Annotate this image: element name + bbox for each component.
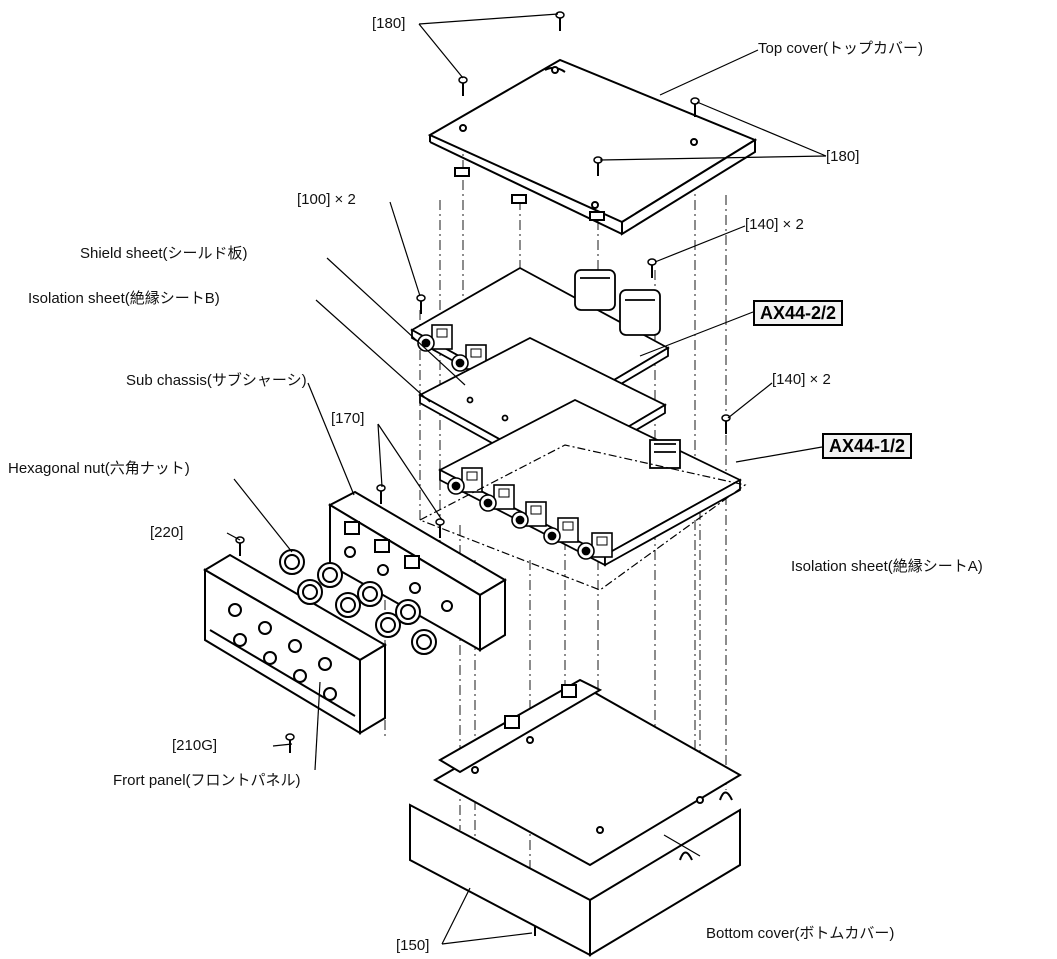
label-isolation-sheet-a: Isolation sheet(絶縁シートA)	[791, 558, 983, 575]
label-screw-210g: [210G]	[172, 737, 218, 754]
label-front-panel: Frort panel(フロントパネル)	[113, 772, 301, 789]
label-hexagonal-nut: Hexagonal nut(六角ナット)	[8, 460, 190, 477]
leader-lines	[226, 13, 827, 945]
label-screw-220: [220]	[150, 524, 184, 541]
front-panel-drawing	[203, 553, 387, 735]
label-screw-100: [100] × 2	[297, 191, 356, 208]
label-right-screws: [180]	[826, 148, 860, 165]
label-screw-140-upper: [140] × 2	[745, 216, 804, 233]
label-screw-140-lower: [140] × 2	[772, 371, 831, 388]
board-label-ax44-2-2: AX44-2/2	[753, 300, 844, 326]
bottom-cover-drawing	[409, 678, 742, 957]
label-screw-170: [170]	[331, 410, 365, 427]
label-top-cover: Top cover(トップカバー)	[758, 40, 924, 57]
label-shield-sheet: Shield sheet(シールド板)	[80, 245, 248, 262]
board-label-ax44-1-2: AX44-1/2	[822, 433, 913, 459]
isolation-sheet-a-drawing	[418, 444, 747, 591]
label-sub-chassis: Sub chassis(サブシャーシ)	[126, 372, 307, 389]
label-top-screws: [180]	[372, 15, 406, 32]
label-bottom-cover: Bottom cover(ボトムカバー)	[706, 925, 895, 942]
board-lower	[438, 398, 742, 567]
sub-chassis-drawing	[327, 490, 507, 652]
top-cover-drawing	[427, 58, 758, 236]
label-screw-150: [150]	[396, 937, 430, 954]
label-isolation-sheet-b: Isolation sheet(絶縁シートB)	[28, 290, 220, 307]
